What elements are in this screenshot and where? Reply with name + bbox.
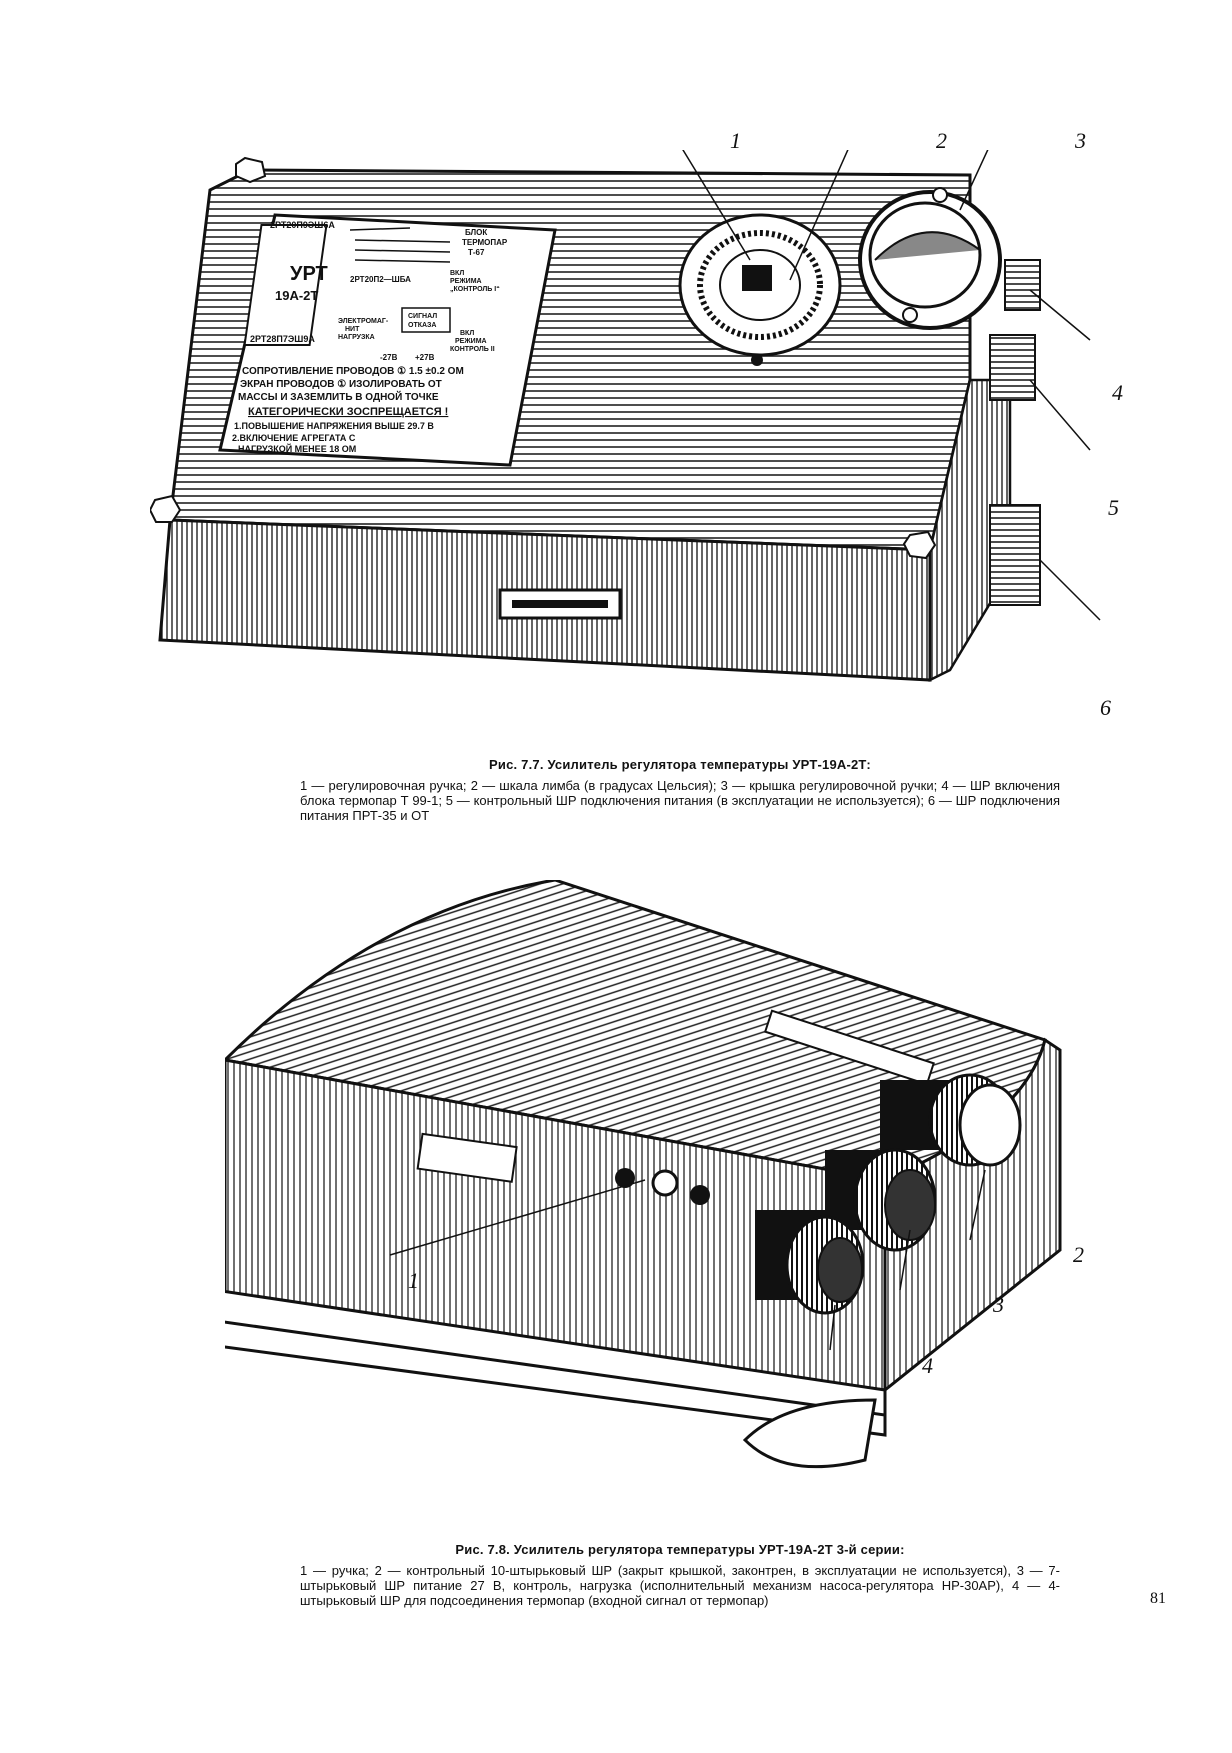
figure-7-8-caption-title: Рис. 7.8. Усилитель регулятора температу…	[455, 1542, 905, 1557]
plate-mode2-1: ВКЛ	[460, 330, 474, 337]
plate-line5: 1.ПОВЫШЕНИЕ НАПРЯЖЕНИЯ ВЫШЕ 29.7 В	[234, 421, 434, 431]
connector-5	[989, 334, 1036, 401]
fig2-callout-4: 4	[922, 1353, 933, 1378]
plate-conn3: 2РТ28П7ЭШ9А	[250, 334, 315, 344]
knob-cover	[858, 187, 1002, 330]
plate-conn2: 2РТ20П2—ШБА	[350, 275, 411, 284]
figure-7-7-caption-body: 1 — регулировочная ручка; 2 — шкала лимб…	[300, 778, 1060, 823]
connector-4	[1004, 259, 1041, 311]
figure-7-7-caption-title: Рис. 7.7. Усилитель регулятора температу…	[489, 757, 871, 772]
plate-mode2-3: КОНТРОЛЬ II	[450, 346, 495, 353]
plate-signal-2: ОТКАЗА	[408, 322, 437, 329]
fig1-callout-4: 4	[1112, 380, 1123, 405]
figure-7-8-caption: Рис. 7.8. Усилитель регулятора температу…	[300, 1542, 1060, 1608]
fig2-callout-3: 3	[993, 1292, 1004, 1317]
plate-load-2: НИТ	[345, 326, 360, 333]
plate-conn1: 2РТ20П9ЭШ6А	[270, 220, 335, 230]
figure-7-7-caption: Рис. 7.7. Усилитель регулятора температу…	[300, 757, 1060, 823]
plate-mode1-3: „КОНТРОЛЬ I“	[450, 286, 500, 293]
plate-model-line2: 19А-2Т	[275, 288, 318, 303]
connector-3	[825, 1148, 937, 1252]
plate-load-3: НАГРУЗКА	[338, 334, 375, 341]
page-number: 81	[1150, 1590, 1166, 1607]
plate-volt-plus: +27В	[415, 353, 435, 362]
plate-line3: МАССЫ И ЗАЗЕМЛИТЬ В ОДНОЙ ТОЧКЕ	[238, 390, 439, 403]
figure-7-8-caption-body: 1 — ручка; 2 — контрольный 10-штырьковый…	[300, 1563, 1060, 1608]
plate-block-label-3: Т-67	[468, 248, 485, 257]
amplifier-drawing-1: 2РТ20П9ЭШ6А УРТ 19А-2Т БЛОК ТЕРМОПАР Т-6…	[150, 150, 1101, 683]
instruction-plate: 2РТ20П9ЭШ6А УРТ 19А-2Т БЛОК ТЕРМОПАР Т-6…	[218, 213, 557, 467]
plate-line7: НАГРУЗКОЙ МЕНЕЕ 18 ОМ	[238, 443, 356, 454]
figure-7-7-illustration: 2РТ20П9ЭШ6А УРТ 19А-2Т БЛОК ТЕРМОПАР Т-6…	[150, 150, 1150, 730]
plate-volt-minus: -27В	[380, 353, 398, 362]
plate-block-label-1: БЛОК	[465, 228, 487, 237]
connector-6	[989, 504, 1041, 606]
plate-mode2-2: РЕЖИМА	[455, 338, 487, 345]
connector-2-cap	[880, 1073, 1022, 1167]
plate-mode1-2: РЕЖИМА	[450, 278, 482, 285]
fig2-callout-2: 2	[1073, 1242, 1084, 1267]
fig1-callout-5: 5	[1108, 495, 1119, 520]
connector-4	[755, 1210, 865, 1315]
plate-line2: ЭКРАН ПРОВОДОВ ① ИЗОЛИРОВАТЬ ОТ	[240, 379, 442, 390]
fig1-callout-1: 1	[730, 128, 741, 153]
plate-line4: КАТЕГОРИЧЕСКИ ЗОСПРЕЩАЕТСЯ !	[248, 406, 448, 418]
plate-signal-1: СИГНАЛ	[408, 313, 437, 320]
plate-model-line1: УРТ	[290, 263, 328, 285]
fig1-callout-6: 6	[1100, 695, 1111, 720]
plate-line6: 2.ВКЛЮЧЕНИЕ АГРЕГАТА С	[232, 433, 356, 443]
plate-block-label-2: ТЕРМОПАР	[462, 238, 508, 247]
plate-line1: СОПРОТИВЛЕНИЕ ПРОВОДОВ ① 1.5 ±0.2 ОМ	[242, 366, 464, 377]
dial-scale	[678, 213, 842, 366]
fig1-callout-3: 3	[1075, 128, 1086, 153]
fig2-callout-1: 1	[408, 1268, 419, 1293]
fig1-callout-2: 2	[936, 128, 947, 153]
figure-7-8-illustration	[225, 880, 1125, 1540]
plate-mode1-1: ВКЛ	[450, 270, 464, 277]
plate-load-1: ЭЛЕКТРОМАГ-	[338, 318, 389, 325]
amplifier-drawing-2	[225, 880, 1062, 1469]
